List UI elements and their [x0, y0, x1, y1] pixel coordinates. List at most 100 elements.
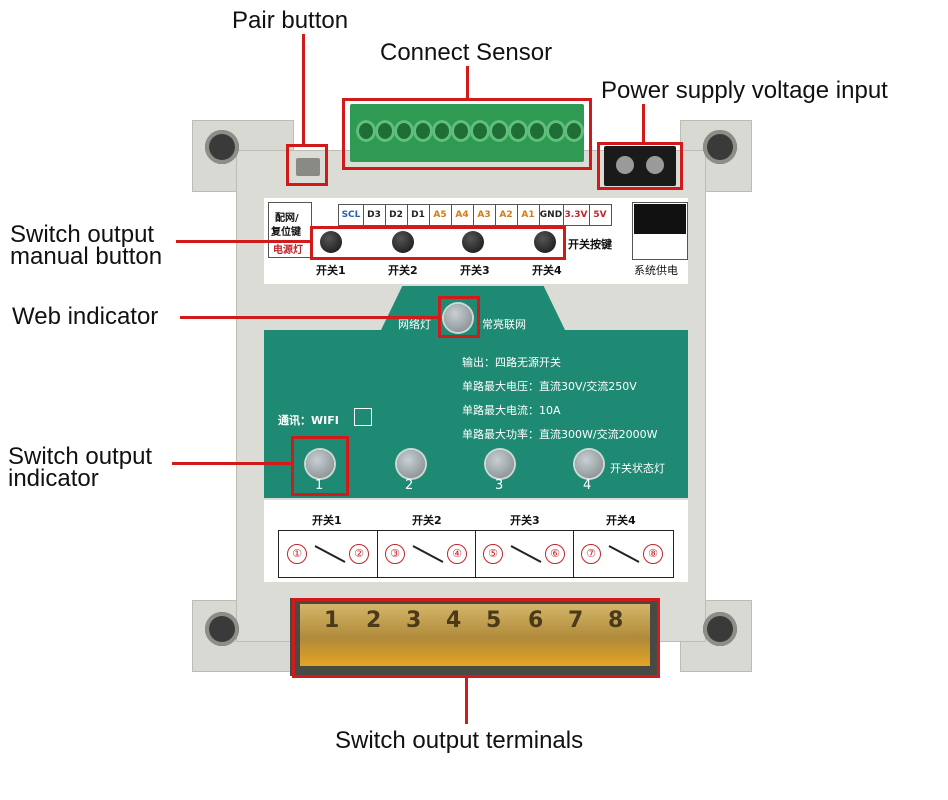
network-light-label: 网络灯	[398, 318, 431, 331]
sensor-terminal-block	[350, 104, 584, 162]
pin-label: D1	[407, 205, 430, 225]
terminal-print-4: 4	[446, 608, 462, 633]
terminal-print-8: 8	[608, 608, 624, 633]
manual-button-highlight	[310, 226, 566, 260]
sensor-screw	[508, 120, 528, 142]
pin-label: A3	[473, 205, 496, 225]
sensor-screw	[451, 120, 471, 142]
mount-hole-top-left	[205, 130, 239, 164]
power-supply-callout: Power supply voltage input	[601, 77, 888, 104]
terminal-header-1: 开关1	[312, 514, 342, 527]
terminal-print-2: 2	[366, 608, 382, 633]
terminal-num-1: ①	[287, 544, 307, 564]
pin-label: A2	[495, 205, 518, 225]
output-terminals-leader	[465, 678, 468, 724]
led-number-2: 2	[405, 478, 414, 493]
terminal-print-3: 3	[406, 608, 422, 633]
power-light-label: 电源灯	[273, 245, 303, 256]
switch-output-led-4	[575, 450, 603, 478]
mount-hole-bottom-left	[205, 612, 239, 646]
terminal-cell-1: ① ②	[279, 531, 378, 577]
terminal-num-2: ②	[349, 544, 369, 564]
web-indicator-leader	[180, 316, 438, 319]
terminal-cell-2: ③ ④	[377, 531, 476, 577]
led-number-3: 3	[495, 478, 504, 493]
manual-switch-button-1[interactable]	[320, 231, 342, 253]
sensor-screw	[489, 120, 509, 142]
main-teal-panel	[264, 330, 688, 498]
teal-trapezoid	[380, 286, 566, 332]
system-power-label: 系统供电	[634, 264, 678, 277]
manual-button-leader	[176, 240, 310, 243]
terminal-diagram-row: ① ② ③ ④ ⑤ ⑥ ⑦ ⑧	[278, 530, 674, 578]
pin-label: A1	[517, 205, 540, 225]
sensor-screw	[432, 120, 452, 142]
button-label-3: 开关3	[460, 264, 490, 277]
terminal-legend-panel: 开关1 开关2 开关3 开关4 ① ② ③ ④ ⑤ ⑥ ⑦ ⑧	[264, 500, 688, 582]
led-number-4: 4	[583, 478, 592, 493]
mount-hole-top-right	[703, 130, 737, 164]
sensor-screw	[394, 120, 414, 142]
web-indicator-callout: Web indicator	[12, 303, 159, 330]
wifi-checkbox	[354, 408, 372, 426]
switch-output-led-3	[486, 450, 514, 478]
power-input-terminal	[604, 146, 676, 186]
pin-label: D2	[385, 205, 408, 225]
button-label-1: 开关1	[316, 264, 346, 277]
terminal-num-4: ④	[447, 544, 467, 564]
manual-switch-button-4[interactable]	[534, 231, 556, 253]
pair-button-leader	[302, 34, 305, 144]
power-supply-leader	[642, 104, 645, 142]
top-label-panel: 配网/ 复位键 电源灯 SCL D3 D2 D1 A5 A4 A3 A2 A1 …	[264, 198, 688, 284]
connect-sensor-callout: Connect Sensor	[380, 39, 553, 66]
pin-label: 5V	[593, 210, 607, 220]
pin-label: GND	[539, 205, 564, 225]
pin-label: SCL	[339, 205, 364, 225]
button-label-4: 开关4	[532, 264, 562, 277]
manual-switch-button-2[interactable]	[392, 231, 414, 253]
button-label-2: 开关2	[388, 264, 418, 277]
web-indicator-led	[444, 304, 472, 332]
led-number-1: 1	[315, 478, 324, 493]
terminal-print-5: 5	[486, 608, 502, 633]
spec-line-2: 单路最大电压：直流30V/交流250V	[462, 380, 637, 393]
pair-button-callout: Pair button	[232, 7, 349, 34]
switch-output-led-1	[306, 450, 334, 478]
output-indicator-callout: Switch output indicator	[8, 443, 153, 492]
output-indicator-leader	[172, 462, 291, 465]
switch-symbol	[510, 545, 542, 563]
connect-sensor-leader	[466, 66, 469, 98]
system-power-window	[634, 204, 686, 234]
pin-label: A5	[429, 205, 452, 225]
pin-label: D3	[363, 205, 386, 225]
terminal-num-7: ⑦	[581, 544, 601, 564]
connect-sensor-highlight	[342, 98, 592, 170]
terminal-num-3: ③	[385, 544, 405, 564]
power-screw	[616, 156, 634, 174]
output-terminal-strip: 1 2 3 4 5 6 7 8	[300, 604, 650, 666]
spec-line-4: 单路最大功率：直流300W/交流2000W	[462, 428, 658, 441]
pair-label-box: 配网/ 复位键 电源灯	[268, 202, 312, 258]
output-indicator-highlight	[291, 436, 349, 496]
spec-line-3: 单路最大电流：10A	[462, 404, 561, 417]
web-indicator-highlight	[438, 296, 480, 338]
mount-hole-bottom-right	[703, 612, 737, 646]
pin-label-strip: SCL D3 D2 D1 A5 A4 A3 A2 A1 GND 3.3V 5V	[338, 204, 612, 226]
comm-label: 通讯：WIFI	[278, 414, 339, 427]
switch-status-label: 开关状态灯	[610, 462, 665, 475]
sensor-screw	[470, 120, 490, 142]
terminal-num-8: ⑧	[643, 544, 663, 564]
pair-label-line1: 配网/	[275, 213, 299, 224]
terminal-header-3: 开关3	[510, 514, 540, 527]
spec-line-1: 输出：四路无源开关	[462, 356, 561, 369]
switch-symbol	[314, 545, 346, 563]
sensor-screw	[546, 120, 566, 142]
manual-switch-button-3[interactable]	[462, 231, 484, 253]
manual-button-callout: Switch output manual button	[10, 221, 163, 270]
always-on-label: 常亮联网	[482, 318, 526, 331]
terminal-header-4: 开关4	[606, 514, 636, 527]
sensor-screw	[527, 120, 547, 142]
switch-output-led-2	[397, 450, 425, 478]
terminal-num-5: ⑤	[483, 544, 503, 564]
pair-button-physical[interactable]	[296, 158, 320, 176]
